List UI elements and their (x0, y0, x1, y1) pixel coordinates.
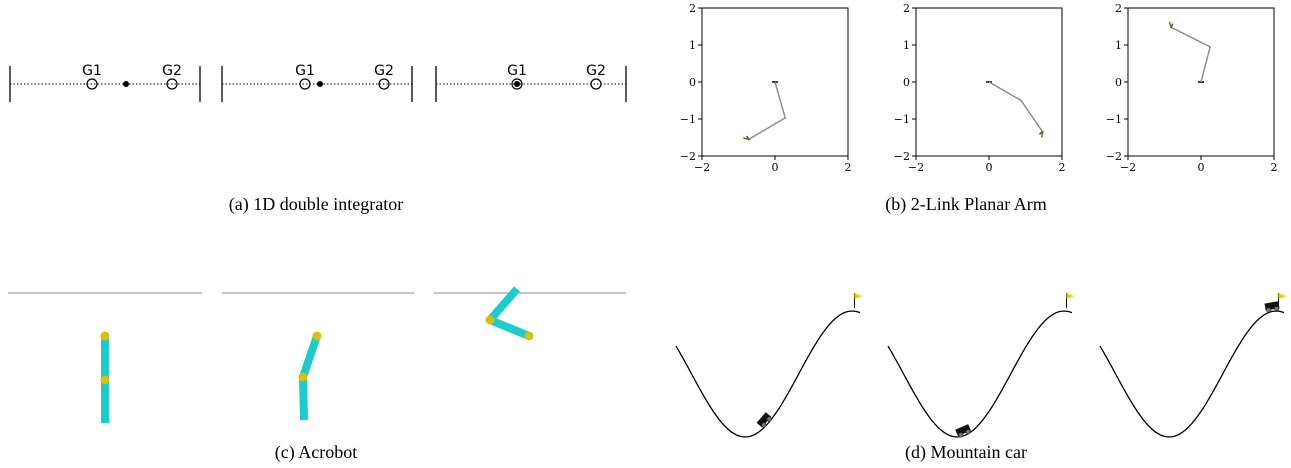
acrobot-panel-1 (100, 331, 110, 423)
y-tick-label: 2 (1115, 2, 1122, 15)
car (955, 424, 971, 438)
mc-panels (675, 293, 1287, 438)
di-panel-2: G1 G2 (221, 63, 413, 102)
y-tick-label: 2 (689, 2, 696, 15)
goal-label-g1: G1 (295, 63, 315, 79)
acrobot-panel-2 (298, 331, 322, 421)
arm-panel-1: 2 1 0 −1 −2−2 0 2 (680, 2, 852, 174)
car-body (756, 412, 772, 428)
double-integrator-figure: G1 G2 G1 G2 G1 G2 (9, 63, 627, 102)
end-effector-marker-green (1040, 131, 1044, 138)
y-tick-label: −2 (680, 150, 696, 163)
goal-label-g2: G2 (374, 63, 394, 79)
goal-marker-g1 (86, 78, 98, 90)
car-wheel (766, 416, 772, 422)
car-wheel (1274, 306, 1280, 312)
mountain-curve (675, 310, 861, 438)
goal-marker-g2 (166, 78, 178, 90)
y-tick-label: −1 (680, 113, 696, 126)
mountain-curve (887, 310, 1073, 438)
goal-label-g1: G1 (82, 63, 102, 79)
end-effector-marker-red (1169, 23, 1174, 29)
x-tick-label: 0 (986, 161, 993, 174)
arm-links (748, 81, 787, 140)
x-tick-label: 2 (845, 161, 852, 174)
y-tick-label: −1 (894, 113, 910, 126)
acrobot-link-2 (486, 286, 521, 323)
y-tick-label: −2 (1106, 150, 1122, 163)
agent-marker (317, 81, 323, 87)
flag (854, 293, 863, 300)
car-wheel (965, 429, 971, 435)
acrobot-panel-3 (485, 286, 534, 341)
car (1264, 301, 1280, 313)
end-effector-marker-green (1168, 21, 1172, 28)
goal-label-g1: G1 (507, 63, 527, 79)
di-panel-3: G1 G2 (435, 63, 627, 102)
acrobot-joint (485, 315, 495, 325)
acrobot-joint (100, 331, 110, 341)
arm-links (988, 81, 1044, 133)
acrobot-joint (298, 372, 308, 382)
mountain-car-figure (675, 293, 1287, 438)
x-tick-label: 0 (772, 161, 779, 174)
end-effector-marker-red (746, 135, 750, 141)
x-tick-label: −2 (694, 161, 710, 174)
arm-links (1170, 26, 1211, 83)
y-tick-label: 0 (903, 76, 910, 89)
acrobot-link-1 (488, 316, 531, 340)
car-wheel (958, 432, 964, 438)
agent-marker (514, 81, 520, 87)
y-tick-label: 2 (903, 2, 910, 15)
y-tick-label: 0 (689, 76, 696, 89)
x-tick-label: 0 (1198, 161, 1205, 174)
acrobot-figure (8, 286, 626, 423)
goal-marker-g1 (511, 78, 523, 90)
car-wheel (1266, 307, 1272, 313)
x-tick-label: −2 (1120, 161, 1136, 174)
end-effector-marker-green (743, 137, 749, 141)
acrobot-link-1 (299, 334, 321, 379)
mountain-curve (1099, 310, 1285, 438)
goal-marker-g2 (378, 78, 390, 90)
y-tick-label: 1 (689, 39, 696, 52)
mc-panel-2 (887, 293, 1075, 438)
x-tick-label: −2 (908, 161, 924, 174)
mc-panel-3 (1099, 293, 1287, 438)
flag (1066, 293, 1075, 300)
x-tick-label: 2 (1271, 161, 1278, 174)
y-tick-label: −1 (1106, 113, 1122, 126)
agent-marker (123, 81, 129, 87)
car-wheel (761, 422, 767, 428)
caption-a: (a) 1D double integrator (229, 194, 403, 215)
goal-marker-g2 (590, 78, 602, 90)
arm-panel-3: 2 1 0 −1 −2−2 0 2 (1106, 2, 1278, 174)
acrobot-joint (524, 331, 534, 341)
acrobot-joint (100, 375, 110, 385)
flag (1278, 293, 1287, 300)
mc-panel-1 (675, 293, 863, 438)
di-panel-1: G1 G2 (9, 63, 201, 102)
caption-c: (c) Acrobot (275, 442, 357, 463)
caption-d: (d) Mountain car (905, 442, 1027, 463)
y-tick-label: 0 (1115, 76, 1122, 89)
acrobot-joint (312, 331, 322, 341)
y-tick-label: 1 (1115, 39, 1122, 52)
y-tick-label: 1 (903, 39, 910, 52)
car (756, 412, 772, 428)
end-effector-marker-red (1038, 130, 1044, 135)
caption-b: (b) 2-Link Planar Arm (885, 194, 1046, 215)
acrobot-link-2 (299, 376, 308, 421)
y-tick-label: −2 (894, 150, 910, 163)
x-tick-label: 2 (1059, 161, 1066, 174)
goal-label-g2: G2 (586, 63, 606, 79)
goal-label-g2: G2 (162, 63, 182, 79)
goal-marker-g1 (299, 78, 311, 90)
arm-panel-2: 2 1 0 −1 −2−2 0 2 (894, 2, 1066, 174)
